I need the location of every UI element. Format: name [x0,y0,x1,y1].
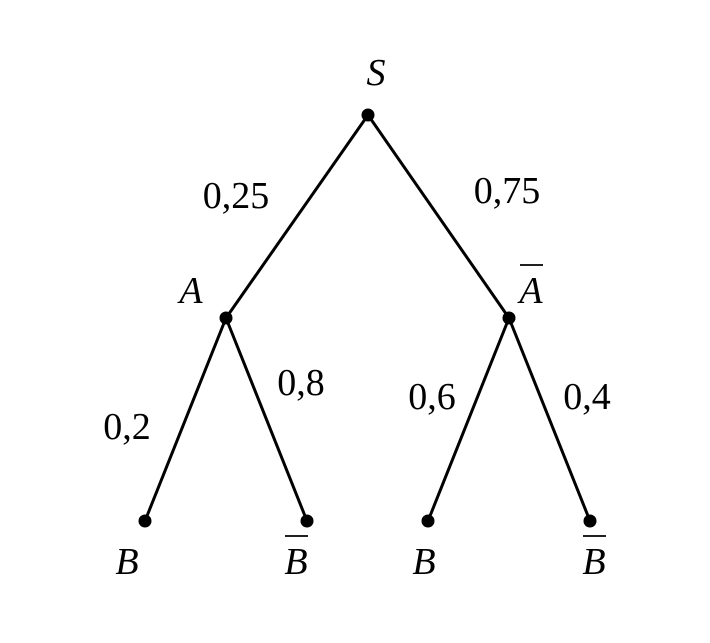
prob-root-to-A-bar: 0,75 [474,170,541,212]
prob-A-to-B: 0,2 [103,406,151,448]
leaf-B-2-label: B [412,541,435,583]
leaf-B-bar-1-dot [300,514,314,528]
node-A-label: A [176,270,203,312]
leaf-B-1-label: B [115,541,138,583]
leaf-B-bar-2-dot [583,514,597,528]
edge-A-to-B [143,316,228,523]
prob-A-to-B-bar: 0,8 [277,362,325,404]
prob-root-to-A: 0,25 [203,175,270,217]
edge-A-bar-to-B [426,316,511,523]
leaf-B-bar-2-label: B [582,541,605,583]
edge-root-to-A [224,113,370,320]
leaf-B-1-dot [138,514,152,528]
node-A-bar-label: A [516,270,543,312]
node-root-label: S [367,52,386,94]
node-A-bar-dot [502,311,516,325]
prob-A-bar-to-B: 0,6 [408,376,456,418]
edge-A-to-B-bar [224,316,309,523]
node-root-dot [361,108,375,122]
edge-root-to-A-bar [366,113,511,320]
edge-A-bar-to-B-bar [507,316,592,523]
leaf-B-bar-1-label: B [284,541,307,583]
node-A-dot [219,311,233,325]
prob-A-bar-to-B-bar: 0,4 [563,376,611,418]
leaf-B-2-dot [421,514,435,528]
